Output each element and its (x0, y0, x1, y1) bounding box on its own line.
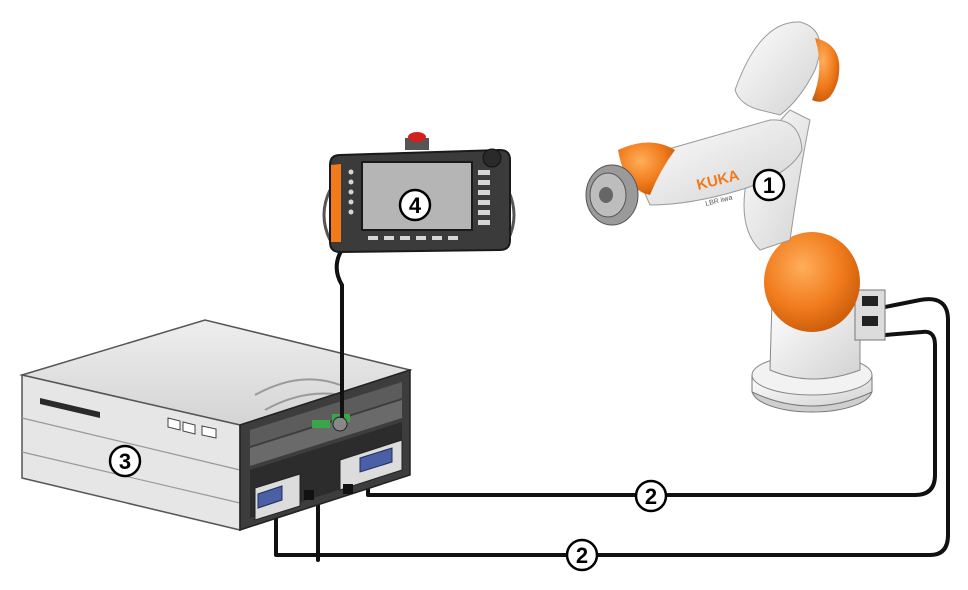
callout-cable-lower: 2 (565, 538, 599, 572)
callout-controller: 3 (108, 444, 142, 478)
pendant-brand-text: KUKA (335, 208, 342, 228)
callout-controller-number: 3 (119, 449, 131, 474)
cable-upper (316, 329, 937, 562)
robot-controller-cabinet (19, 319, 413, 532)
callout-cable-lower-number: 2 (576, 543, 588, 568)
callout-robot-number: 1 (763, 173, 775, 198)
callout-pendant-number: 4 (409, 193, 422, 218)
callout-robot: 1 (752, 168, 786, 202)
cable-lower (274, 297, 950, 557)
controller-buttons (167, 417, 217, 439)
callout-cable-upper: 2 (634, 479, 668, 513)
callout-pendant: 4 (398, 188, 432, 222)
callout-cable-upper-number: 2 (645, 484, 657, 509)
lbr-iiwa-robot-arm: KUKA LBR iiwa (585, 21, 886, 413)
